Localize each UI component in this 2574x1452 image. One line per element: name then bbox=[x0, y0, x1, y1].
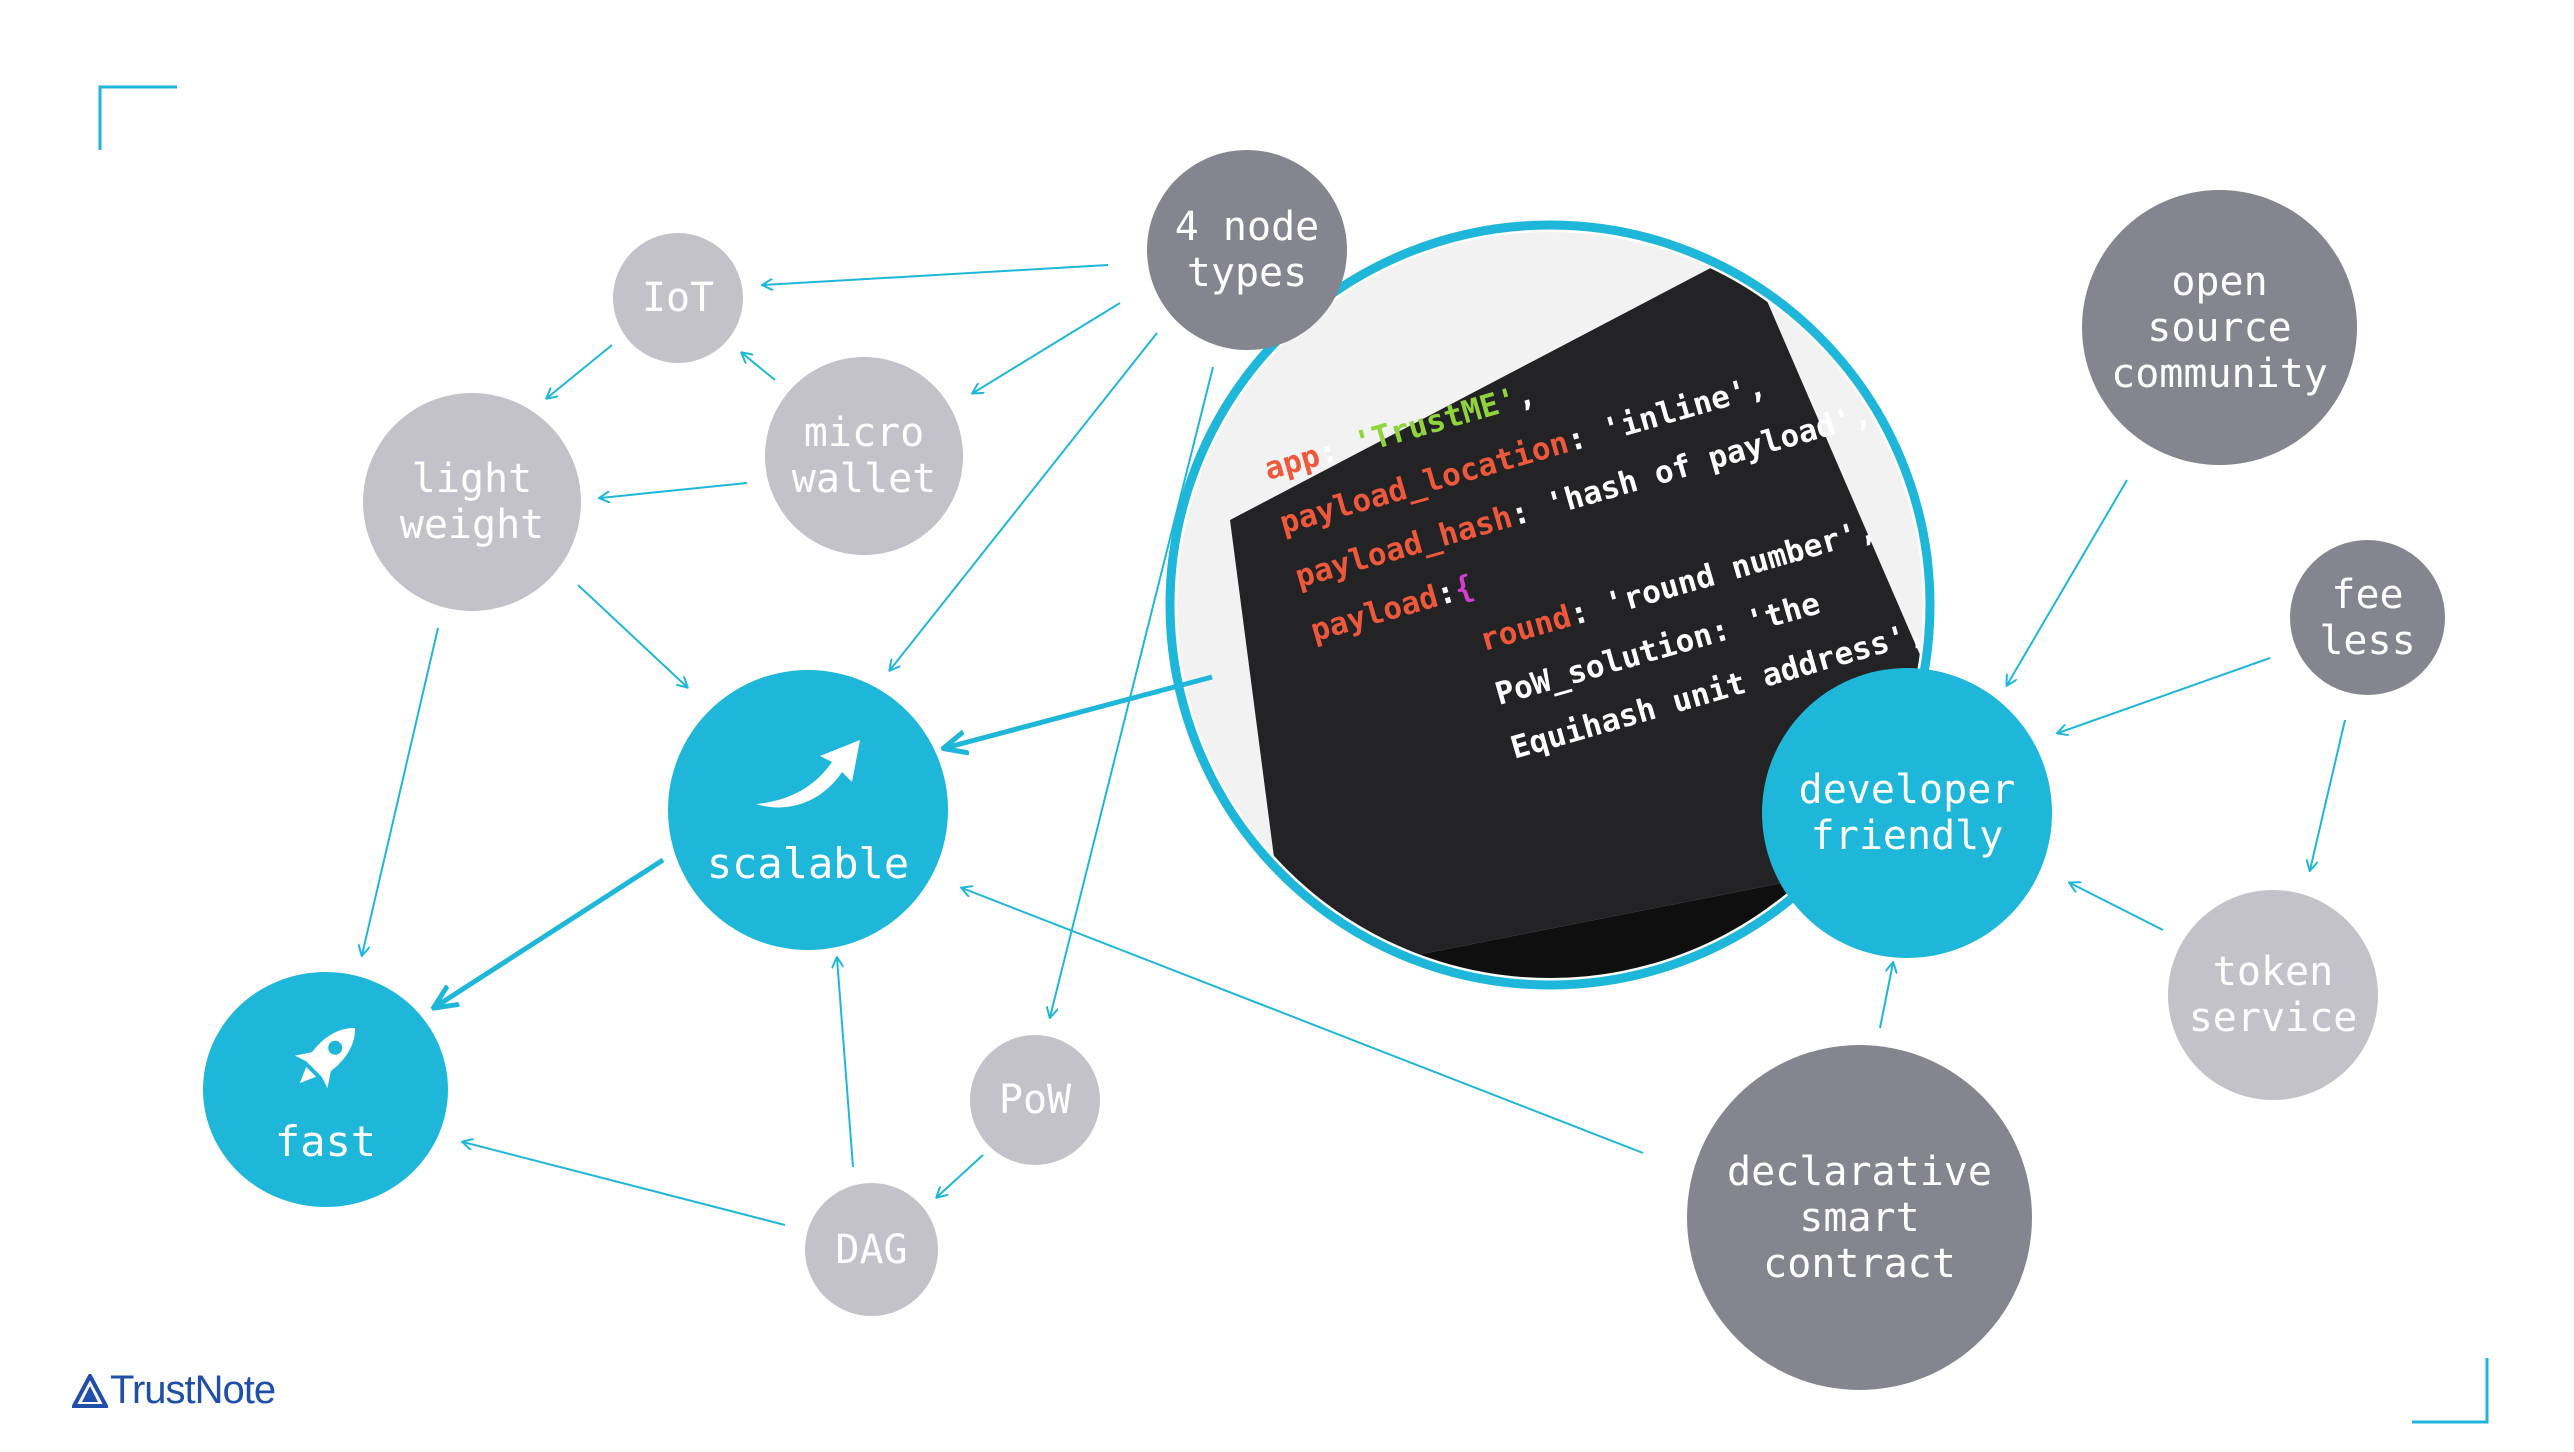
arrow-feeless-to-developer bbox=[2058, 657, 2271, 733]
arrow-lightweight-to-fast bbox=[362, 627, 439, 955]
node-scalable: scalable bbox=[668, 670, 948, 950]
node-fee-less-label: fee less bbox=[2319, 571, 2416, 664]
node-iot-label: IoT bbox=[641, 275, 715, 321]
arrow-feeless-to-tokenservice bbox=[2310, 719, 2346, 870]
node-pow: PoW bbox=[970, 1035, 1100, 1165]
arrow-nodetypes-to-scalable bbox=[890, 332, 1158, 670]
node-fee-less: fee less bbox=[2290, 540, 2445, 695]
rocket-icon bbox=[294, 1028, 355, 1089]
arrow-dag-to-fast bbox=[463, 1142, 786, 1226]
node-developer-friendly-label: developer friendly bbox=[1798, 767, 2016, 859]
growth-arrow-icon bbox=[756, 739, 860, 808]
arrow-smartcontract-to-developer bbox=[1879, 963, 1893, 1029]
node-micro-wallet: micro wallet bbox=[765, 357, 963, 555]
node-four-node-types: 4 node types bbox=[1147, 150, 1347, 350]
node-open-source-community: open source community bbox=[2082, 190, 2357, 465]
node-pow-label: PoW bbox=[998, 1077, 1072, 1123]
arrow-code-to-scalable bbox=[945, 674, 1213, 748]
node-open-source-community-label: open source community bbox=[2111, 258, 2328, 397]
node-token-service-label: token service bbox=[2188, 949, 2358, 1041]
trustnote-logo-icon bbox=[72, 1373, 108, 1408]
arrow-lightweight-to-scalable bbox=[577, 584, 687, 687]
arrow-scalable-to-fast bbox=[435, 857, 665, 1007]
arrow-nodetypes-to-microwallet bbox=[973, 302, 1121, 393]
bottom-right-corner-bracket bbox=[2412, 1358, 2489, 1424]
node-declarative-smart-contract-label: declarative smart contract bbox=[1727, 1148, 1992, 1287]
node-iot: IoT bbox=[613, 233, 743, 363]
node-fast-label: fast bbox=[274, 1117, 377, 1167]
node-token-service: token service bbox=[2168, 890, 2378, 1100]
node-micro-wallet-label: micro wallet bbox=[791, 410, 937, 502]
node-dag: DAG bbox=[805, 1183, 938, 1316]
top-left-corner-bracket bbox=[98, 85, 177, 150]
arrow-tokenservice-to-developer bbox=[2070, 883, 2164, 931]
node-light-weight: light weight bbox=[363, 393, 581, 611]
arrow-microwallet-to-lightweight bbox=[600, 482, 748, 498]
arrow-smartcontract-to-scalable bbox=[962, 888, 1644, 1154]
arrow-nodetypes-to-iot bbox=[763, 264, 1109, 285]
arrow-dag-to-scalable bbox=[837, 958, 854, 1168]
node-dag-label: DAG bbox=[835, 1226, 908, 1273]
node-developer-friendly: developer friendly bbox=[1762, 668, 2052, 958]
arrow-iot-to-lightweight bbox=[547, 344, 613, 398]
node-fast: fast bbox=[203, 972, 448, 1207]
node-four-node-types-label: 4 node types bbox=[1174, 204, 1320, 296]
node-declarative-smart-contract: declarative smart contract bbox=[1687, 1045, 2032, 1390]
arrow-nodetypes-to-pow bbox=[1050, 366, 1214, 1017]
node-light-weight-label: light weight bbox=[399, 456, 545, 548]
arrow-microwallet-to-iot bbox=[742, 353, 776, 381]
node-scalable-label: scalable bbox=[706, 838, 910, 888]
trustnote-logo-text: TrustNote bbox=[110, 1368, 276, 1412]
arrow-opensource-to-developer bbox=[2007, 479, 2128, 685]
trustnote-logo: TrustNote bbox=[72, 1368, 276, 1413]
arrow-pow-to-dag bbox=[937, 1154, 984, 1197]
